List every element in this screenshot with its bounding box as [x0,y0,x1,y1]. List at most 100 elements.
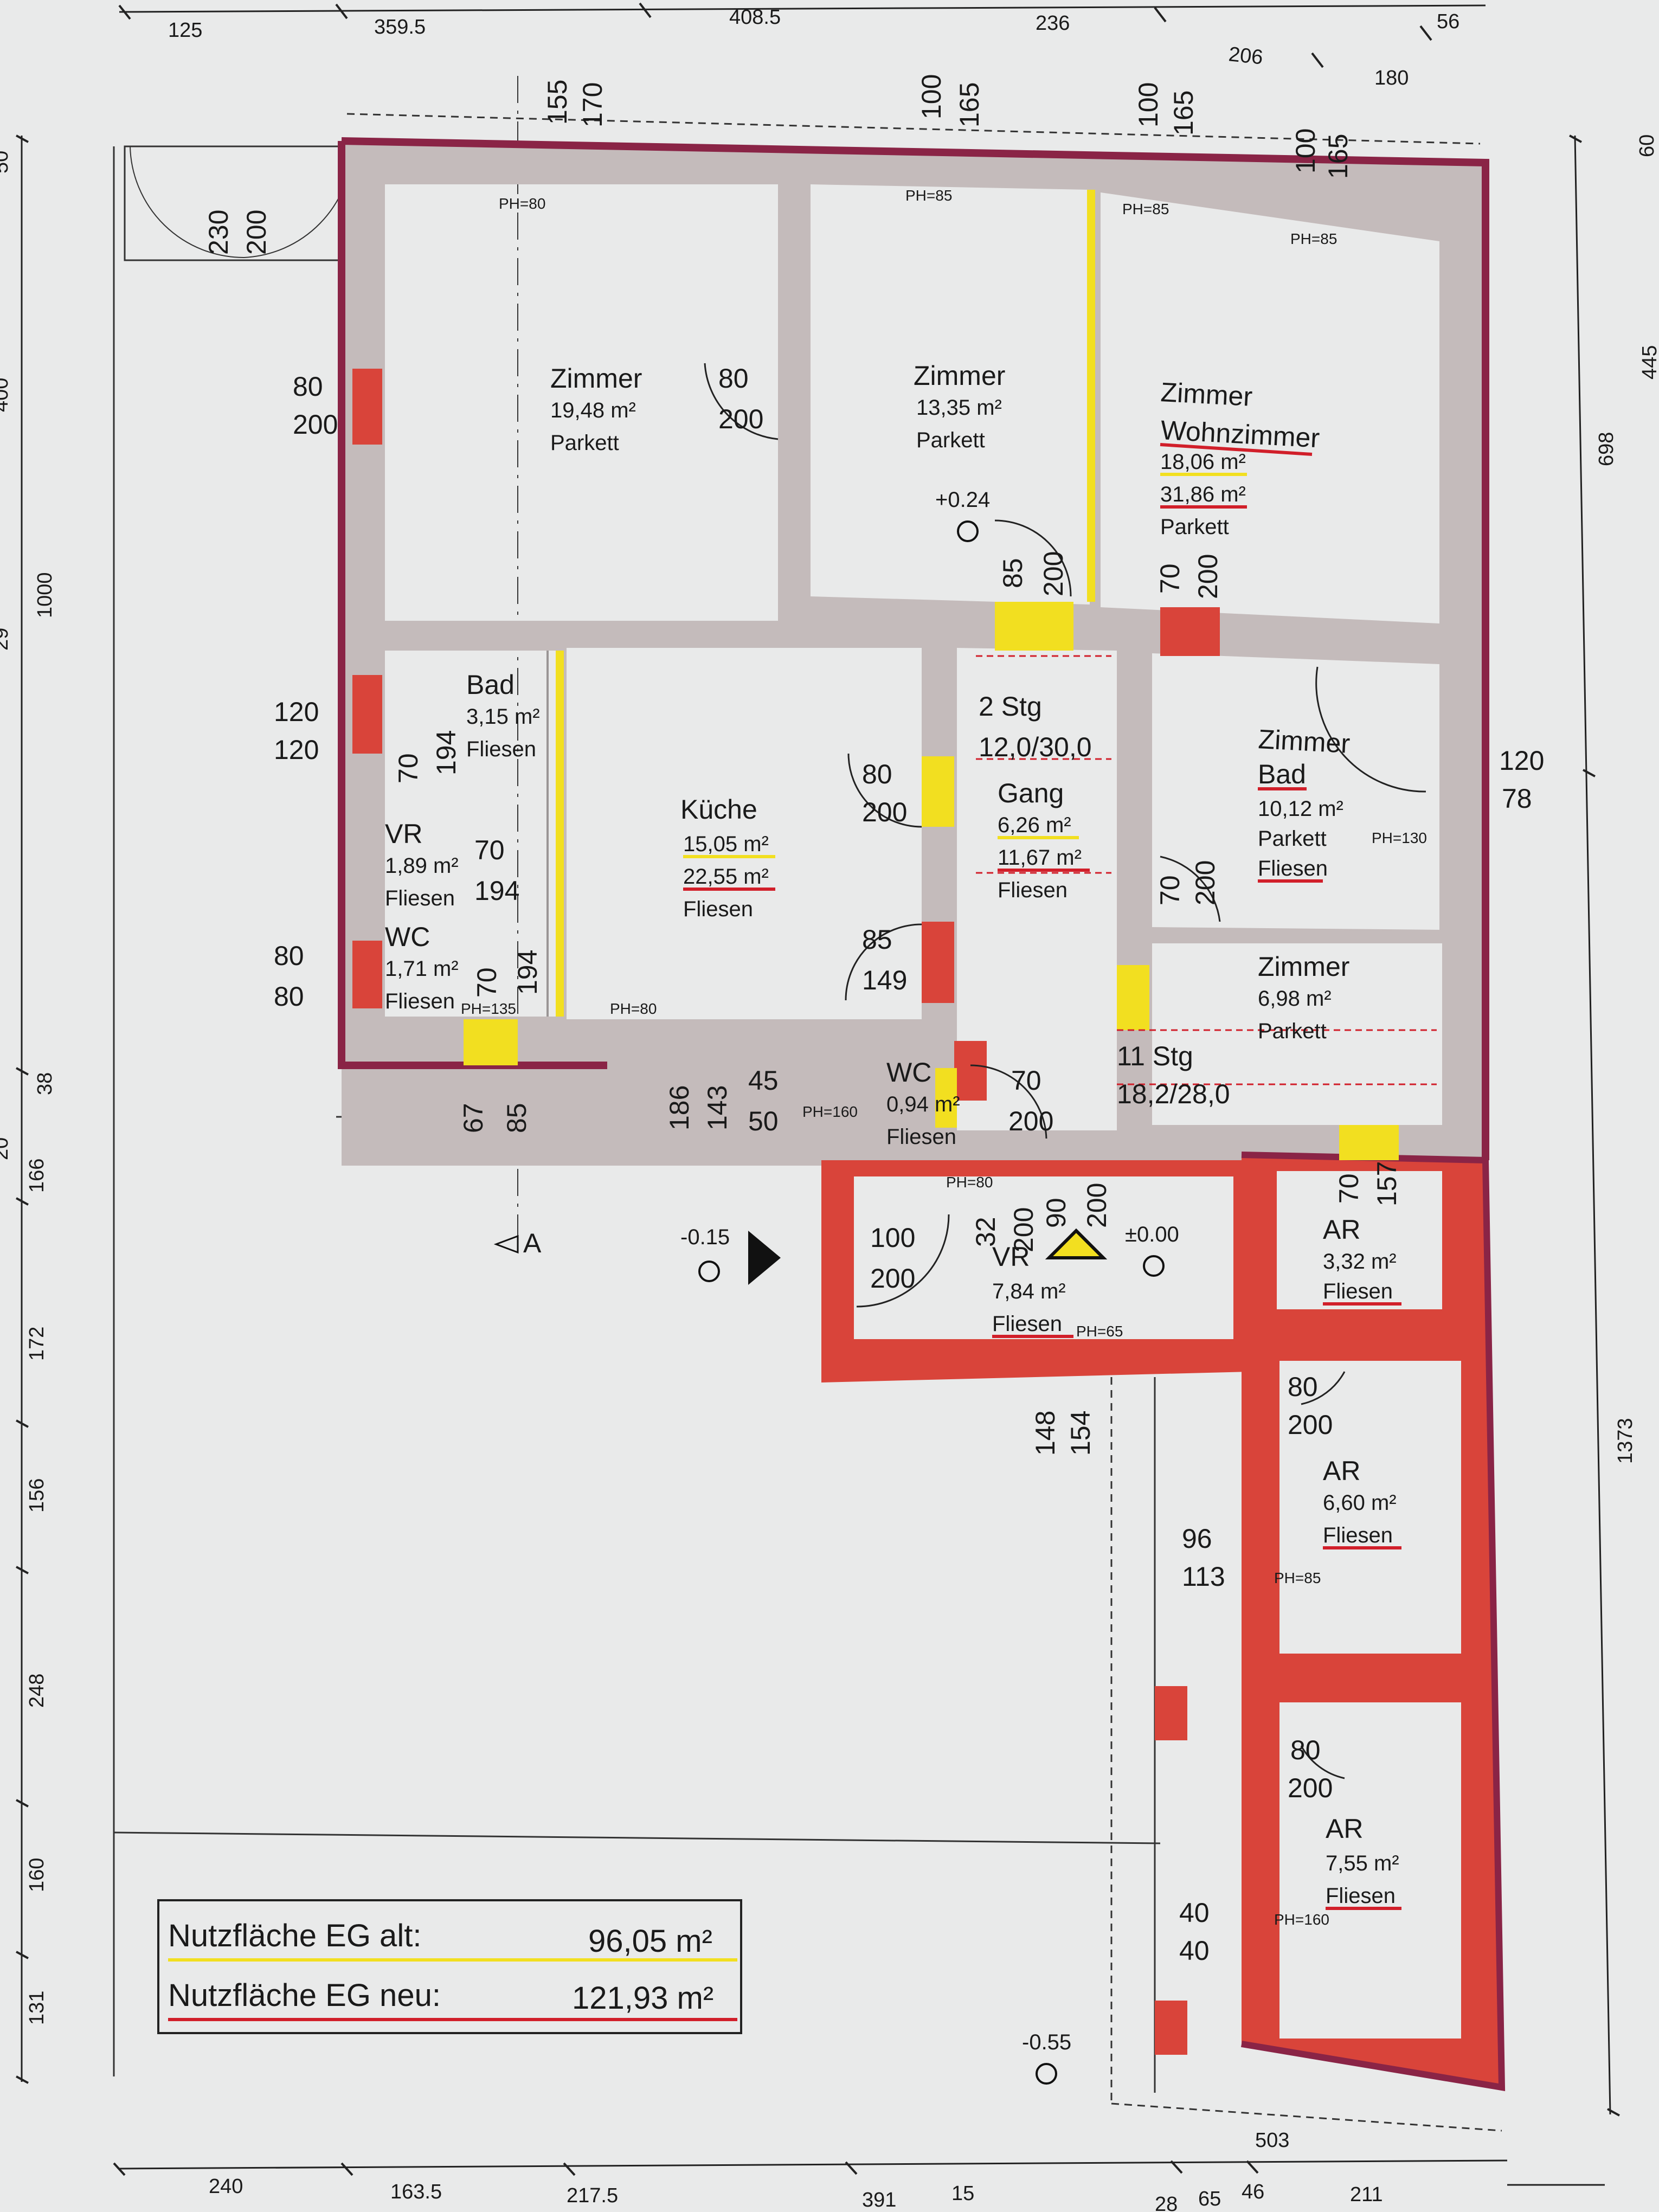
wc2-door-width: 70 [1011,1065,1041,1096]
dim-left-20: 20 [0,1137,12,1160]
parapet-height: PH=130 [1372,829,1427,846]
dim-bottom-1635: 163.5 [390,2181,442,2203]
bad-window-width: 120 [274,697,319,727]
room-floor: Fliesen [385,886,455,910]
ar3-door-width: 80 [1290,1735,1321,1765]
bad2-door-height: 200 [1190,860,1220,905]
room-zimmer-bad: Zimmer Bad 10,12 m² Parkett Fliesen [1257,724,1351,880]
opening-100-b: 100 [1133,82,1163,127]
bad-door-width: 70 [393,753,423,783]
room-area-old: 6,26 m² [998,813,1071,837]
parapet-height: PH=135 [461,1000,516,1017]
area-underlines [683,443,1401,1910]
dim-bottom-503: 503 [1255,2129,1289,2152]
room-area-old: 18,06 m² [1160,450,1246,474]
dim-top-236: 236 [1036,12,1070,35]
dim-bottom-15: 15 [951,2182,974,2205]
zimmer2-door2-height: 200 [1038,551,1069,596]
room-area: 13,35 m² [916,396,1002,420]
stair-ratio: 12,0/30,0 [979,732,1092,762]
room-name: Küche [680,794,757,825]
dimension-lines [21,4,1611,2186]
usable-area-new-value: 121,93 m² [572,1980,713,2016]
dim-top-206: 206 [1227,43,1264,69]
red-openings [352,369,1220,1008]
opening-100-a: 100 [916,74,947,119]
dim-top-125: 125 [168,19,202,42]
room-name: Zimmer [1257,724,1351,759]
wc-door-height: 194 [512,950,543,995]
stair-count: 11 Stg [1117,1041,1193,1071]
kueche-door-height: 200 [862,797,907,827]
room-floor: Parkett [1258,1019,1327,1043]
room-name: Zimmer [1258,951,1349,982]
dim-left-166: 166 [25,1159,48,1193]
dim-left-248: 248 [25,1674,48,1708]
room-vr-2: VR 7,84 m² Fliesen [992,1242,1066,1336]
opening-170: 170 [577,82,608,127]
wc-window-width: 80 [274,941,304,971]
bad-door-height: 194 [431,730,461,775]
room-name: Bad [466,670,515,700]
room-area-new: 11,67 m² [998,846,1082,870]
room-wc-2: WC 0,94 m² Fliesen [886,1057,960,1149]
dim-bottom-240: 240 [209,2175,243,2198]
bad-window-height: 120 [274,735,319,765]
room-area: 6,98 m² [1258,987,1332,1011]
room-area: 1,71 m² [385,957,459,981]
parapet-height: PH=65 [1076,1323,1123,1340]
room-zimmer-2: Zimmer 13,35 m² Parkett [914,361,1005,452]
room-floor: Fliesen [1323,1523,1393,1547]
vr2-dim-90: 90 [1041,1198,1071,1228]
dim-143: 143 [702,1085,732,1130]
dim-right-60: 60 [1636,134,1658,157]
dim-right-1373: 1373 [1614,1418,1637,1464]
kueche-door2-height: 149 [862,965,907,995]
yellow-openings [464,190,1399,1160]
room-floor: Fliesen [1323,1279,1393,1303]
room-name: AR [1323,1456,1360,1486]
ar2-window-width: 96 [1182,1523,1212,1554]
room-floor: Parkett [1160,515,1229,539]
opening-165-a: 165 [954,82,985,127]
dim-186: 186 [664,1085,695,1130]
dim-left-172: 172 [25,1327,48,1361]
level-minus-055: -0.55 [1022,2030,1071,2054]
vr-door-width: 70 [474,835,505,865]
vr2-dim-200-a: 200 [1008,1207,1039,1252]
door-swings [704,363,1426,1779]
room-area: 7,84 m² [992,1279,1066,1303]
room-zimmer-1: Zimmer 19,48 m² Parkett [550,363,642,455]
section-marker-a: A [523,1228,542,1258]
room-area: 3,15 m² [466,705,540,729]
bad2-door-width: 70 [1155,875,1185,905]
dim-top-3595: 359.5 [374,16,426,38]
room-name: WC [886,1057,931,1088]
vr-door-height: 194 [474,876,519,906]
parapet-height: PH=85 [1122,201,1169,217]
dim-67: 67 [458,1103,488,1133]
dim-148: 148 [1030,1411,1060,1456]
stair-lines [976,655,1437,1085]
dim-bottom-2175: 217.5 [567,2184,618,2207]
room-floor: Parkett [1258,827,1327,851]
room-floor: Parkett [550,431,619,455]
new-walls [821,1041,1506,2092]
room-name: Zimmer [550,363,642,394]
room-name: Zimmer [1160,377,1253,412]
opening-165-c: 165 [1323,134,1353,179]
dim-right-698: 698 [1595,432,1618,466]
kueche-door2-width: 85 [862,924,892,955]
room-floor: Fliesen [683,897,753,921]
stair-11: 11 Stg 18,2/28,0 [1117,1041,1230,1109]
wc-window-height: 80 [274,981,304,1012]
dim-left-50: 50 [0,151,12,173]
room-floor: Fliesen [886,1125,956,1149]
kueche-door-width: 80 [862,759,892,789]
room-area: 0,94 m² [886,1092,960,1116]
room-name: AR [1326,1814,1363,1844]
dim-left-400: 400 [0,378,12,412]
room-zimmer-3: Zimmer 6,98 m² Parkett [1258,951,1349,1043]
zimmer1-window-width: 80 [293,371,323,402]
